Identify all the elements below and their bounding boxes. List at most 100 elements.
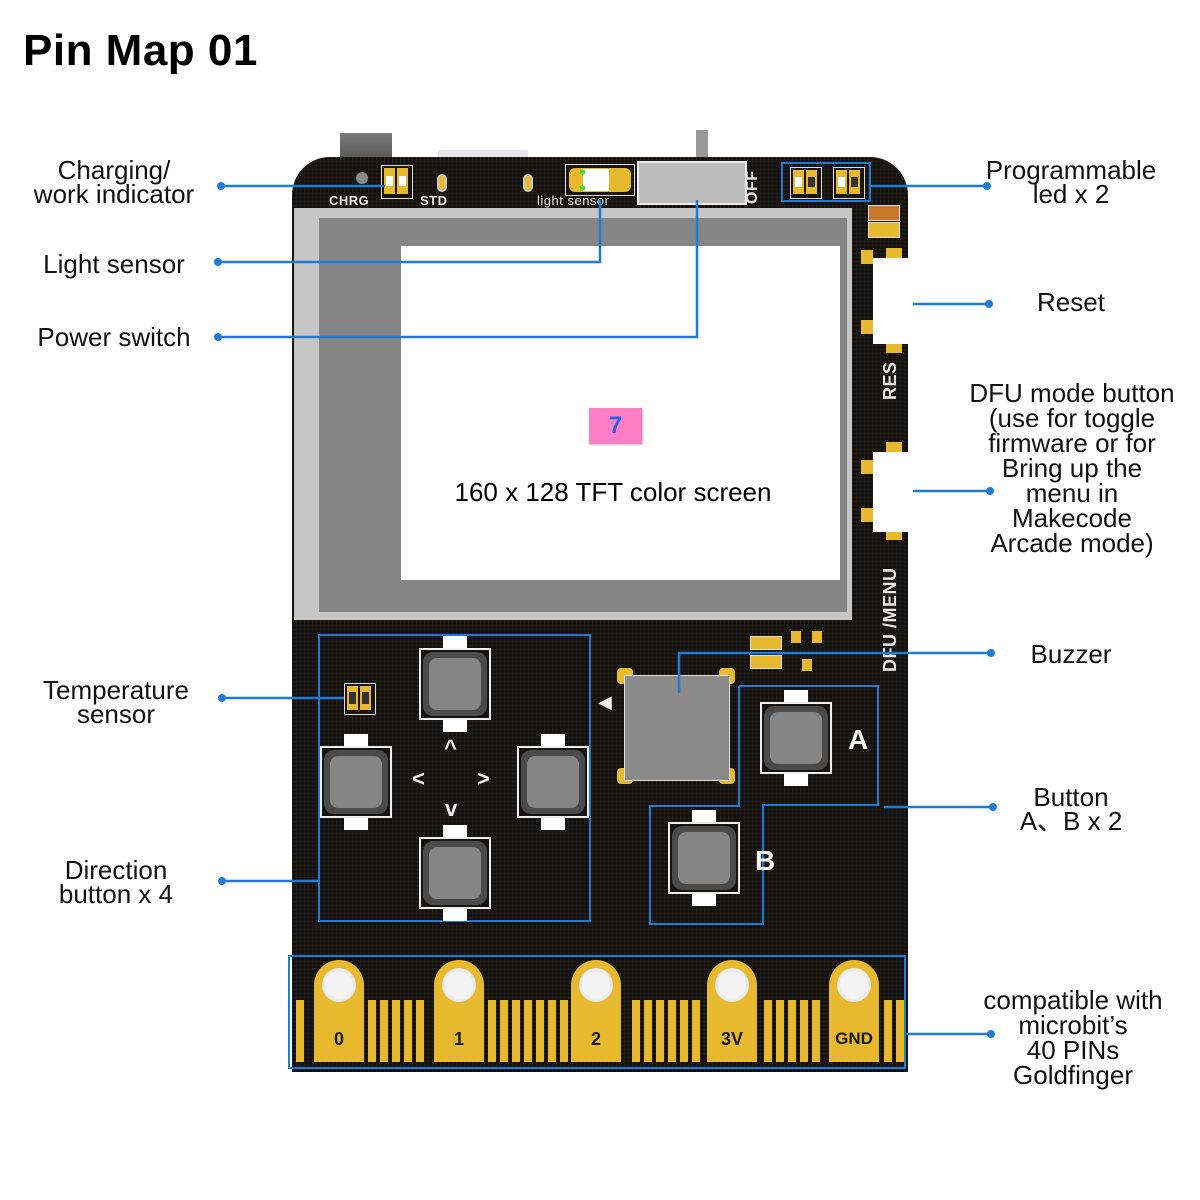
pin-hole	[715, 968, 749, 1002]
callout-line-light-sensor	[218, 200, 602, 264]
silk-button-b: B	[755, 845, 776, 876]
pin-hole	[579, 968, 613, 1002]
callout-line-buzzer	[677, 651, 991, 693]
goldfinger-strip	[680, 1000, 688, 1062]
direction-button-group	[318, 634, 591, 922]
pin-hole	[837, 968, 871, 1002]
arrow-down-icon: v	[445, 796, 458, 821]
label-button-ab: Button A、B x 2	[1019, 782, 1123, 836]
goldfinger-strip	[776, 1000, 784, 1062]
pin-3v[interactable]	[707, 960, 757, 1062]
pin-label: 1	[453, 1029, 464, 1049]
smd-pad	[791, 631, 801, 643]
pin-hole	[442, 968, 476, 1002]
callout-dot	[214, 333, 222, 341]
smd-pad	[802, 659, 812, 671]
goldfinger-strip	[896, 1000, 904, 1062]
label-buzzer: Buzzer	[1030, 639, 1112, 669]
callout-dot	[985, 300, 993, 308]
light-sensor	[565, 164, 635, 196]
smd-pad	[812, 631, 822, 643]
label-programmable-led: Programmable led x 2	[985, 155, 1157, 209]
goldfinger-strip	[488, 1000, 496, 1062]
label-reset: Reset	[1037, 287, 1105, 317]
goldfinger-strip	[368, 1000, 376, 1062]
std-led	[437, 174, 447, 192]
resistor	[868, 205, 900, 221]
programmable-led-group	[781, 162, 871, 202]
callout-line-power-switch	[218, 200, 699, 339]
label-light-sensor: Light sensor	[43, 249, 185, 279]
goldfinger-strip	[548, 1000, 556, 1062]
pin-label: 3V	[720, 1029, 744, 1049]
power-switch-knob[interactable]	[696, 130, 708, 164]
button-a[interactable]	[760, 690, 832, 786]
up-button[interactable]	[419, 636, 491, 732]
callout-dot	[986, 487, 994, 495]
callout-dot	[214, 258, 222, 266]
dfu-menu-button[interactable]	[873, 452, 913, 532]
reset-button[interactable]	[873, 258, 913, 344]
audio-jack	[340, 133, 392, 159]
callout-dot	[217, 182, 225, 190]
callout-dot	[983, 182, 991, 190]
goldfinger-strip	[668, 1000, 676, 1062]
callout-dot	[218, 694, 226, 702]
pin-label: 2	[590, 1029, 601, 1049]
goldfinger-strip	[416, 1000, 424, 1062]
goldfinger-strip	[500, 1000, 508, 1062]
goldfinger-strip	[800, 1000, 808, 1062]
temperature-sensor	[344, 683, 376, 715]
page-title: Pin Map 01	[23, 26, 258, 75]
dfu-pad	[861, 460, 873, 474]
programmable-led-2	[833, 167, 865, 199]
pin-1[interactable]	[434, 960, 484, 1062]
goldfinger-connector	[288, 955, 906, 1069]
power-switch[interactable]	[637, 161, 747, 205]
buzzer	[624, 675, 730, 781]
arrow-left-icon: <	[412, 766, 425, 791]
goldfinger-strip	[788, 1000, 796, 1062]
arrow-up-icon: ^	[444, 735, 457, 760]
label-temperature-sensor: Temperature sensor	[43, 675, 189, 729]
silk-chrg: CHRG	[329, 193, 370, 208]
pin-label: GND	[835, 1029, 873, 1048]
callout-dot	[218, 877, 226, 885]
silk-light-sensor: light sensor	[537, 193, 610, 208]
label-direction-buttons: Direction button x 4	[58, 855, 174, 909]
pin-hole	[322, 968, 356, 1002]
pin-0[interactable]	[314, 960, 364, 1062]
label-power-switch: Power switch	[37, 322, 191, 352]
callout-dot	[989, 803, 997, 811]
programmable-led-1	[790, 167, 822, 199]
charging-indicator-led	[381, 165, 413, 199]
left-button[interactable]	[320, 734, 392, 830]
pin-2[interactable]	[571, 960, 621, 1062]
goldfinger-strip	[692, 1000, 700, 1062]
label-goldfinger: compatible with microbit’s 40 PINs Goldf…	[983, 985, 1163, 1090]
goldfinger-strip	[392, 1000, 400, 1062]
charging-led-dot	[356, 172, 368, 184]
screen-caption: 160 x 128 TFT color screen	[454, 477, 772, 507]
goldfinger-strip	[296, 1000, 304, 1062]
hole-pad	[523, 174, 533, 192]
goldfinger-strip	[380, 1000, 388, 1062]
reset-pad	[886, 248, 902, 258]
goldfinger-strip	[764, 1000, 772, 1062]
goldfinger-strip	[524, 1000, 532, 1062]
goldfinger-strip	[512, 1000, 520, 1062]
smd-component	[750, 655, 782, 669]
button-b[interactable]	[668, 810, 740, 906]
dfu-pad	[886, 530, 902, 540]
goldfinger-strip	[536, 1000, 544, 1062]
dfu-pad	[886, 442, 902, 452]
right-button[interactable]	[517, 734, 589, 830]
pin-gnd[interactable]	[829, 960, 879, 1062]
goldfinger-strip	[812, 1000, 820, 1062]
down-button[interactable]	[419, 825, 491, 921]
capacitor	[868, 222, 900, 238]
arrow-right-icon: >	[477, 766, 490, 791]
speaker-icon: ◀	[598, 692, 612, 712]
reset-pad	[886, 343, 902, 353]
